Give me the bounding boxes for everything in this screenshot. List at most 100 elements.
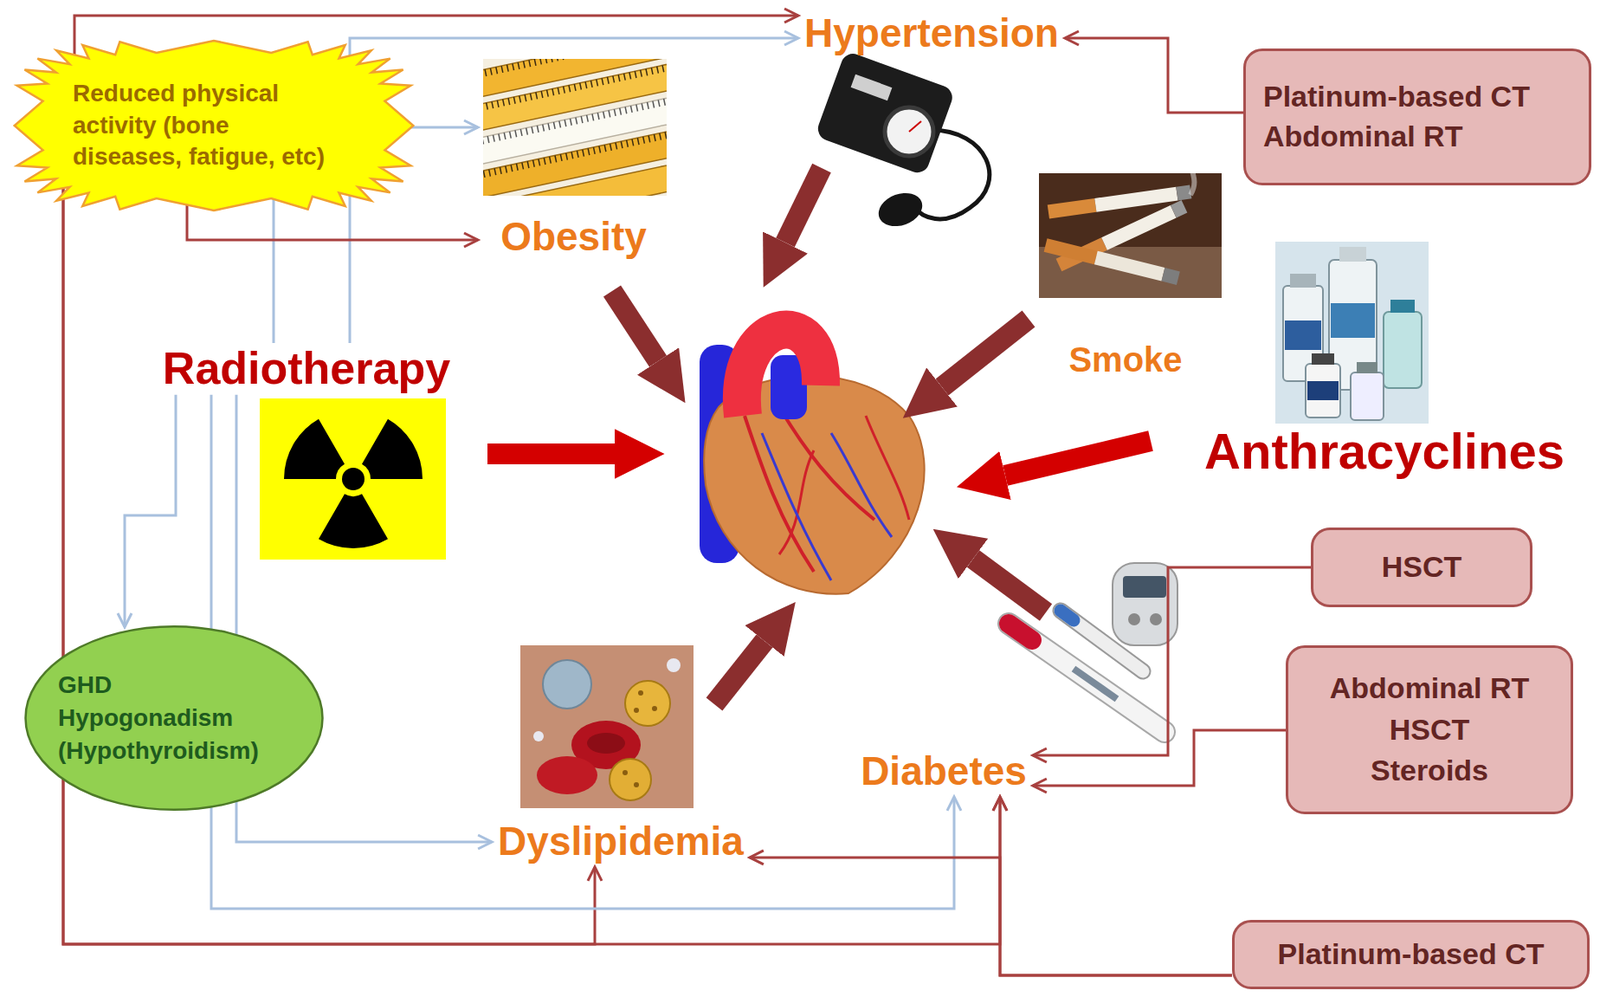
arrow-head xyxy=(784,31,799,46)
risk-label: Obesity xyxy=(480,58,667,260)
risk-arrows-part xyxy=(973,558,1046,613)
drug-vials-picture-part xyxy=(1307,380,1339,400)
lipid-picture-part-part xyxy=(666,658,681,672)
endocrine-text: (Hypothyroidism) xyxy=(58,734,309,768)
treatment-box: Platinum-based CTAbdominal RT xyxy=(1243,48,1592,186)
cigarettes-picture-part-part xyxy=(1190,173,1200,195)
treatment-title: Anthracyclines xyxy=(1204,422,1565,481)
cigarettes-picture-part-part-part xyxy=(1101,205,1177,251)
lipid-picture-part-part xyxy=(633,781,639,788)
lipid-picture-part-part xyxy=(536,755,598,794)
arrow-head xyxy=(749,850,764,865)
risk-arrows-part xyxy=(785,167,822,243)
lipid-picture xyxy=(520,645,694,808)
connector xyxy=(749,850,1233,975)
treatment-box: Abdominal RTHSCTSteroids xyxy=(1285,645,1574,814)
drug-vials-picture-part xyxy=(1284,320,1322,350)
lipid-picture-part xyxy=(533,658,681,800)
lipid-picture-part-part xyxy=(625,680,671,726)
glucose-meter-picture-part xyxy=(1008,623,1033,640)
risk-arrows-part xyxy=(714,640,765,704)
glucose-meter-picture-part xyxy=(1008,623,1165,732)
risk-arrows-part xyxy=(941,318,1029,388)
arrow-head xyxy=(1032,778,1047,793)
drug-vials-picture-part xyxy=(1290,273,1317,288)
arrow-head xyxy=(1032,748,1047,762)
activity-starburst: Reduced physical activity (bone diseases… xyxy=(10,38,418,213)
lipid-picture-part-part xyxy=(609,758,652,800)
drug-vials-picture-part xyxy=(1311,353,1335,365)
endocrine-ellipse: GHDHypogonadism(Hypothyroidism) xyxy=(22,624,326,812)
connector-line xyxy=(1000,796,1233,975)
risk-arrows xyxy=(487,167,1151,704)
risk-arrows-part xyxy=(487,443,615,465)
treatment-title: Radiotherapy xyxy=(162,342,451,395)
blood-pressure-cuff-picture-part xyxy=(814,50,956,176)
treatment-text: Abdominal RT xyxy=(1329,667,1530,710)
radiation-symbol xyxy=(259,398,446,560)
cigarettes-picture-part-part-part xyxy=(1044,238,1098,265)
drug-vials-picture-part xyxy=(1330,303,1375,338)
tape-measure-picture-part-part-part xyxy=(483,157,667,196)
risk-arrows-part xyxy=(612,290,659,362)
cigarettes-picture-part xyxy=(1038,173,1222,298)
radiation-symbol-part xyxy=(259,398,446,560)
treatment-box: HSCT xyxy=(1310,527,1533,607)
connector xyxy=(63,160,1007,944)
tape-measure-picture xyxy=(445,29,708,233)
connector-line xyxy=(1032,567,1311,755)
heart-picture-part xyxy=(779,406,875,520)
lipid-picture-part-part xyxy=(587,732,626,754)
arrow-head xyxy=(477,834,492,849)
heart-picture-part xyxy=(741,329,821,416)
tape-measure-picture-part-part-part xyxy=(483,129,667,178)
heart-picture-part xyxy=(744,415,814,572)
drug-vials-picture-part xyxy=(1356,361,1378,374)
connector xyxy=(211,394,962,909)
drug-vials-picture-part xyxy=(1339,246,1367,262)
risk-arrows-part xyxy=(1005,440,1151,476)
glucose-meter-picture-part xyxy=(1073,668,1117,699)
drug-vials-picture-part xyxy=(1350,372,1384,420)
risk-text: Dyslipidemia xyxy=(497,818,744,865)
lipid-picture-part-part xyxy=(533,730,544,742)
risk-text: Smoke xyxy=(1068,339,1182,380)
starburst-shape xyxy=(14,40,414,211)
cigarettes-picture xyxy=(1038,138,1222,299)
drug-vials-picture xyxy=(1275,241,1429,424)
heart-picture-part xyxy=(865,415,910,520)
cigarettes-picture-part-part xyxy=(1044,238,1181,285)
cigarettes-picture-part-part-part xyxy=(1047,198,1097,219)
risk-label: Diabetes xyxy=(857,748,1031,794)
treatment-label: Radiotherapy xyxy=(159,342,454,395)
heart-picture-part xyxy=(831,432,892,537)
connector-line xyxy=(211,394,955,909)
connector-line xyxy=(1032,729,1286,786)
connector-line xyxy=(63,160,1000,944)
radiation-symbol-part xyxy=(361,419,423,479)
connector-line xyxy=(349,38,799,343)
drug-vials-picture-part xyxy=(1305,363,1341,418)
tape-measure-picture-part-part xyxy=(483,58,667,196)
lipid-picture-part-part xyxy=(651,705,658,711)
blood-pressure-cuff-picture-part xyxy=(884,107,934,156)
arrow-head xyxy=(784,8,799,23)
blood-pressure-cuff-picture-part xyxy=(873,187,927,233)
drug-vials-picture-part xyxy=(1390,299,1415,313)
connector xyxy=(349,31,799,343)
arrow-head xyxy=(464,232,478,247)
glucose-meter-picture-part xyxy=(1128,612,1141,626)
cigarettes-picture-part-part-part xyxy=(1094,251,1165,282)
treatment-text: HSCT xyxy=(1389,709,1471,751)
blood-pressure-cuff-picture-part xyxy=(909,121,922,132)
connector xyxy=(1032,567,1311,762)
connector-line xyxy=(1064,38,1244,113)
ellipse-shape xyxy=(25,625,323,810)
arrow-head xyxy=(587,866,602,881)
tape-measure-picture-part xyxy=(483,58,667,196)
risk-text: Obesity xyxy=(500,213,647,260)
glucose-meter-picture xyxy=(995,554,1213,745)
connector-line xyxy=(749,857,1233,975)
lipid-picture-part-part xyxy=(633,707,639,713)
